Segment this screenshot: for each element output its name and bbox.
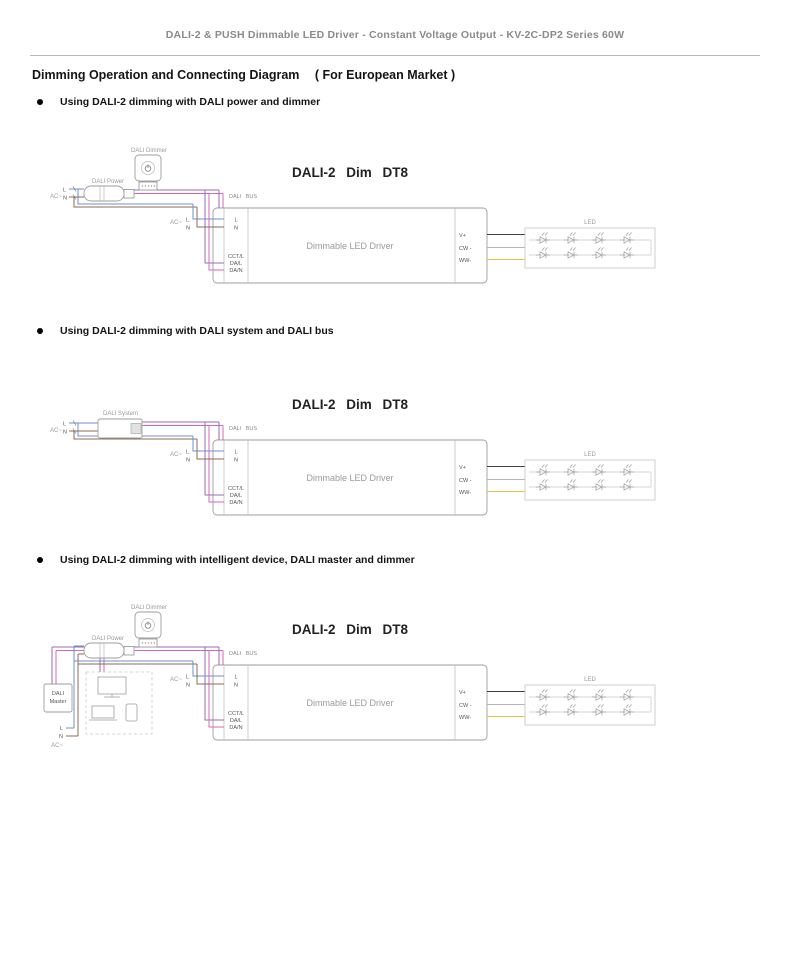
laptop-icon	[91, 705, 115, 719]
bullet-item-1: Using DALI-2 dimming with DALI power and…	[37, 96, 320, 108]
header-divider	[30, 55, 760, 56]
driver-unit-instance	[170, 397, 655, 515]
ac-input	[49, 186, 85, 202]
bullet-dot	[37, 99, 43, 105]
dali-system-label: DALI System	[103, 411, 138, 417]
bullet-text-2: Using DALI-2 dimming with DALI system an…	[60, 325, 334, 337]
bullet-dot	[37, 557, 43, 563]
devices-frame	[85, 671, 153, 735]
dali-system-connector	[130, 423, 142, 434]
dimmer-power-source	[83, 147, 224, 202]
neutral-branch-wire	[73, 197, 197, 208]
page-header: DALI-2 & PUSH Dimmable LED Driver - Cons…	[165, 29, 625, 41]
driver-unit-instance	[170, 165, 655, 283]
ac-input	[49, 420, 85, 436]
diagram-1	[49, 147, 655, 283]
bullet-item-2: Using DALI-2 dimming with DALI system an…	[37, 325, 334, 337]
bullet-item-3: Using DALI-2 dimming with intelligent de…	[37, 554, 415, 566]
dimmer-power-source	[83, 604, 224, 659]
bullet-dot	[37, 328, 43, 334]
phone-icon	[125, 703, 138, 722]
neutral-label: N	[59, 734, 63, 740]
ac-label: AC~	[51, 743, 63, 749]
neutral-branch-wire	[73, 431, 197, 440]
diagram-2: DALI System	[49, 397, 655, 515]
dali-master-label-1: DALI	[52, 691, 65, 697]
monitor-icon	[97, 676, 127, 695]
section-title-text: Dimming Operation and Connecting Diagram	[32, 68, 300, 82]
diagram-3: L N AC~ DALI Master	[43, 604, 655, 749]
dali-master-label-2: Master	[50, 699, 67, 705]
bullet-text-1: Using DALI-2 dimming with DALI power and…	[60, 96, 321, 108]
driver-unit-instance	[170, 622, 655, 740]
bullet-text-3: Using DALI-2 dimming with intelligent de…	[60, 554, 415, 566]
live-label: L	[60, 726, 63, 732]
intelligent-devices	[85, 671, 153, 735]
live-branch-wire	[77, 189, 193, 205]
section-market-text: ( For European Market )	[314, 68, 456, 82]
dali-master-box	[43, 683, 73, 713]
section-title: Dimming Operation and Connecting Diagram…	[32, 68, 455, 82]
live-branch-wire	[77, 423, 193, 437]
